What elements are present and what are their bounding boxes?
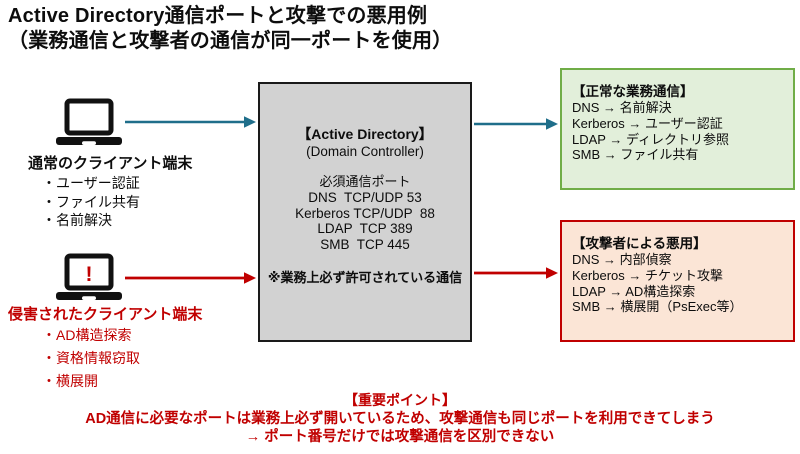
page-title-line2: （業務通信と攻撃者の通信が同一ポートを使用） xyxy=(8,29,453,52)
compromised-client-icon-wrap: ! xyxy=(56,253,122,301)
compromised-laptop-icon: ! xyxy=(56,253,122,300)
ad-box-note: ※業務上必ず許可されている通信 xyxy=(267,270,463,285)
arrow-ad-to-attack-abuse xyxy=(474,267,558,279)
list-item: DNS → 名前解決 xyxy=(572,100,672,115)
active-directory-box: 【Active Directory】 (Domain Controller) 必… xyxy=(258,82,472,342)
compromised-client-list: ・AD構造探索 ・資格情報窃取 ・横展開 xyxy=(42,324,140,393)
normal-client-icon-wrap xyxy=(56,98,122,146)
list-item: SMB → ファイル共有 xyxy=(572,147,699,163)
arrow-compromised-client-to-ad xyxy=(125,272,256,284)
list-item: Kerberos → チケット攻撃 xyxy=(572,267,723,283)
list-item: ・名前解決 xyxy=(42,212,112,228)
ad-port-smb: SMB TCP 445 xyxy=(320,236,410,252)
list-item: ・AD構造探索 xyxy=(42,327,132,343)
alert-exclamation-icon: ! xyxy=(86,263,93,286)
page-title-line1: Active Directory通信ポートと攻撃での悪用例 xyxy=(8,5,428,27)
normal-client-label: 通常のクライアント端末 xyxy=(28,155,193,172)
list-item: SMB → 横展開（PsExec等） xyxy=(572,299,743,315)
normal-traffic-title: 【正常な業務通信】 xyxy=(572,84,694,99)
key-point-line2: → ポート番号だけでは攻撃通信を区別できない xyxy=(245,429,555,445)
normal-traffic-box: 【正常な業務通信】 DNS → 名前解決 Kerberos → ユーザー認証 L… xyxy=(560,68,795,190)
ad-box-subtitle: (Domain Controller) xyxy=(306,144,424,159)
arrow-ad-to-normal-traffic xyxy=(474,118,558,130)
list-item: DNS → 内部偵察 xyxy=(572,252,672,267)
ad-box-title: 【Active Directory】 xyxy=(297,126,433,142)
attack-abuse-box: 【攻撃者による悪用】 DNS → 内部偵察 Kerberos → チケット攻撃 … xyxy=(560,220,795,342)
ad-port-ldap: LDAP TCP 389 xyxy=(317,221,413,236)
list-item: ・ユーザー認証 xyxy=(42,175,140,191)
attack-abuse-title: 【攻撃者による悪用】 xyxy=(572,236,707,251)
list-item: ・資格情報窃取 xyxy=(42,350,140,366)
page-title: Active Directory通信ポートと攻撃での悪用例 （業務通信と攻撃者の… xyxy=(8,4,452,53)
key-point-title: 【重要ポイント】 xyxy=(344,392,456,408)
key-point-block: 【重要ポイント】 AD通信に必要なポートは業務上必ず開いているため、攻撃通信も同… xyxy=(0,391,800,446)
list-item: LDAP → ディレクトリ参照 xyxy=(572,131,730,147)
normal-client-list: ・ユーザー認証 ・ファイル共有 ・名前解決 xyxy=(42,174,140,230)
laptop-icon xyxy=(56,98,122,145)
key-point-line1: AD通信に必要なポートは業務上必ず開いているため、攻撃通信も同じポートを利用でき… xyxy=(85,411,715,427)
list-item: LDAP → AD構造探索 xyxy=(572,283,696,299)
list-item: ・横展開 xyxy=(42,373,98,389)
ad-ports-header: 必須通信ポート xyxy=(319,174,411,189)
compromised-client-label: 侵害されたクライアント端末 xyxy=(8,306,203,323)
list-item: ・ファイル共有 xyxy=(42,193,140,210)
ad-port-kerberos: Kerberos TCP/UDP 88 xyxy=(295,205,435,221)
arrow-normal-client-to-ad xyxy=(125,116,256,128)
ad-port-dns: DNS TCP/UDP 53 xyxy=(308,190,422,205)
list-item: Kerberos → ユーザー認証 xyxy=(572,115,723,131)
